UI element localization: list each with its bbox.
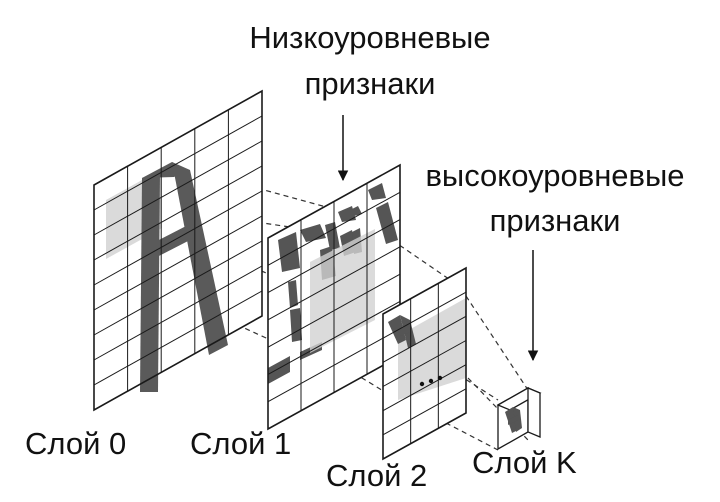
grid-row-line (267, 328, 401, 403)
grid-row-line (382, 291, 467, 339)
grid-row-line (382, 388, 467, 436)
grid-row-line (382, 364, 467, 412)
grid-row-line (382, 315, 467, 363)
low-level-title-line1: Низкоуровневые (249, 20, 491, 55)
small-letter-a-glyph (388, 315, 416, 348)
layer-1-label: Слой 1 (190, 426, 292, 461)
grid-row-line (93, 215, 263, 311)
layer-0-label: Слой 0 (25, 426, 127, 461)
layer-1-plane (267, 163, 401, 431)
grid-row-line (93, 240, 263, 336)
layer-0-grid (93, 89, 263, 412)
grid-row-line (267, 191, 401, 266)
layer-0-plane (93, 89, 263, 412)
high-level-title-line2: признаки (489, 203, 621, 238)
layer-2-label: Слой 2 (326, 458, 428, 493)
grid-row-line (93, 140, 263, 236)
grid-row-line (267, 219, 401, 294)
high-level-title-line1: высокоуровневые (425, 158, 685, 193)
grid-row-line (93, 290, 263, 386)
grid-row-line (93, 190, 263, 286)
output-letter-a-glyph (505, 407, 522, 433)
grid-row-line (93, 265, 263, 361)
ellipsis-dots (419, 375, 443, 387)
grid-row-line (382, 340, 467, 387)
grid-row-line (93, 115, 263, 211)
layer-k-label: Слой K (472, 445, 577, 480)
low-level-title-line2: признаки (304, 66, 436, 101)
layer-2-plane (382, 266, 467, 461)
layer-2-grid (382, 266, 467, 461)
grid-row-line (267, 300, 401, 375)
grid-row-line (93, 165, 263, 261)
grid-row-line (267, 246, 401, 321)
layer-k-cube (496, 386, 542, 451)
grid-row-line (267, 273, 401, 348)
